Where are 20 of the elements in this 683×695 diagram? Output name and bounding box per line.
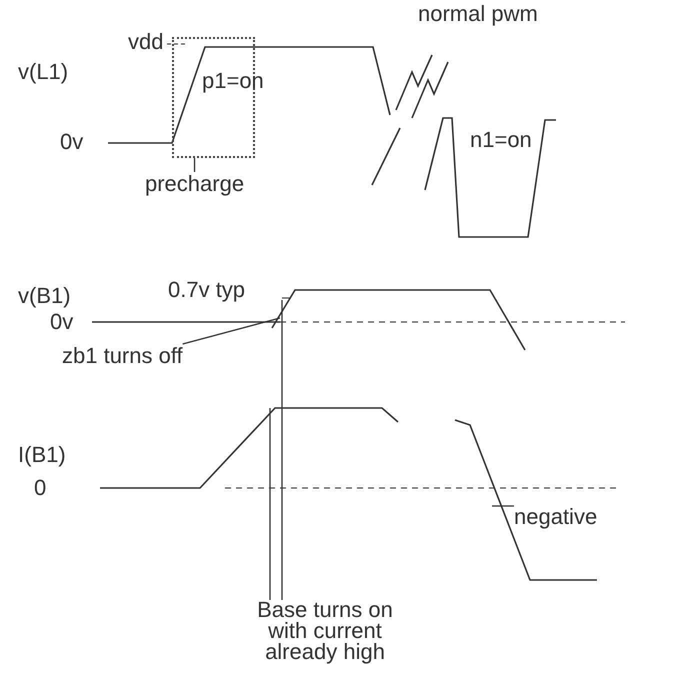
level-label: 0v	[60, 130, 84, 154]
level-label: 0.7v typ	[168, 278, 246, 302]
annotation-text: Base turns on with current already high	[250, 600, 400, 663]
leader-line	[492, 505, 514, 507]
level-label: 0	[34, 476, 46, 500]
signal-label: I(B1)	[18, 443, 66, 468]
leader-line	[281, 300, 283, 600]
region-label: n1=on	[470, 128, 532, 152]
leader-line	[194, 158, 196, 172]
level-label: vdd	[128, 30, 164, 54]
annotation-text: precharge	[145, 172, 244, 196]
signal-label: v(L1)	[18, 60, 68, 84]
region-label: p1=on	[202, 69, 264, 94]
leader-line	[269, 408, 271, 600]
leader-line	[182, 317, 280, 345]
annotation-text: normal pwm	[418, 2, 538, 26]
signal-label: v(B1)	[18, 284, 71, 308]
annotation-text: negative	[514, 505, 598, 530]
level-label: 0v	[50, 310, 74, 334]
annotation-text: zb1 turns off	[62, 344, 183, 368]
